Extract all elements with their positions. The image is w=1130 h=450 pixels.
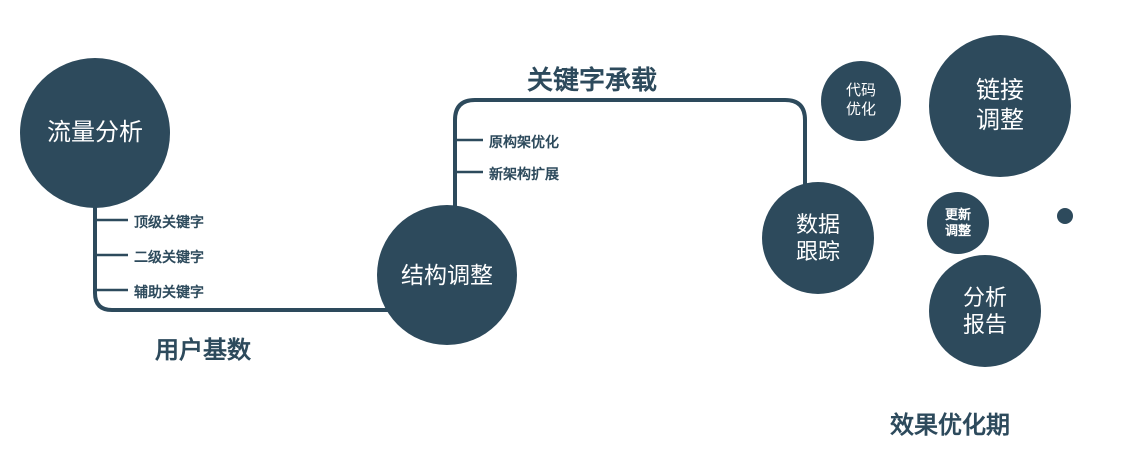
- node-analysis-report: 分析 报告: [929, 255, 1041, 367]
- node-link-adjustment-line1: 链接: [976, 77, 1024, 104]
- node-analysis-report-line2: 报告: [962, 312, 1007, 337]
- node-code-optimization: 代码 优化: [821, 61, 901, 141]
- edge-label-user-base: 用户基数: [155, 337, 251, 364]
- node-structure-adjustment-label: 结构调整: [401, 261, 493, 288]
- node-code-optimization-line1: 代码: [845, 82, 876, 100]
- node-link-adjustment-line2: 调整: [976, 107, 1024, 134]
- branch-label-top-keyword: 顶级关键字: [134, 214, 204, 230]
- node-traffic-analysis: 流量分析: [20, 58, 170, 208]
- node-data-tracking: 数据 跟踪: [762, 182, 874, 294]
- node-data-tracking-line2: 跟踪: [795, 239, 840, 264]
- branch-label-second-keyword: 二级关键字: [134, 249, 204, 265]
- branch-label-new-architecture: 新架构扩展: [489, 166, 559, 182]
- edge-traffic-to-structure: [93, 185, 420, 312]
- node-code-optimization-line2: 优化: [845, 101, 876, 118]
- footer-label-effect-optimization: 效果优化期: [890, 412, 1010, 439]
- bullet-dot: [1057, 208, 1073, 224]
- node-link-adjustment: 链接 调整: [929, 35, 1071, 177]
- node-update-adjustment-line2: 调整: [944, 223, 971, 238]
- edge-label-keyword-carrying: 关键字承载: [527, 65, 658, 95]
- node-update-adjustment: 更新 调整: [927, 192, 989, 254]
- node-data-tracking-line1: 数据: [795, 211, 840, 237]
- edge-structure-to-tracking: [453, 98, 807, 240]
- branch-label-aux-keyword: 辅助关键字: [134, 284, 204, 300]
- node-traffic-analysis-label: 流量分析: [47, 119, 143, 146]
- branch-label-original-architecture: 原构架优化: [489, 134, 559, 150]
- node-update-adjustment-line1: 更新: [944, 206, 971, 222]
- node-structure-adjustment: 结构调整: [377, 205, 517, 345]
- node-analysis-report-line1: 分析: [962, 284, 1007, 310]
